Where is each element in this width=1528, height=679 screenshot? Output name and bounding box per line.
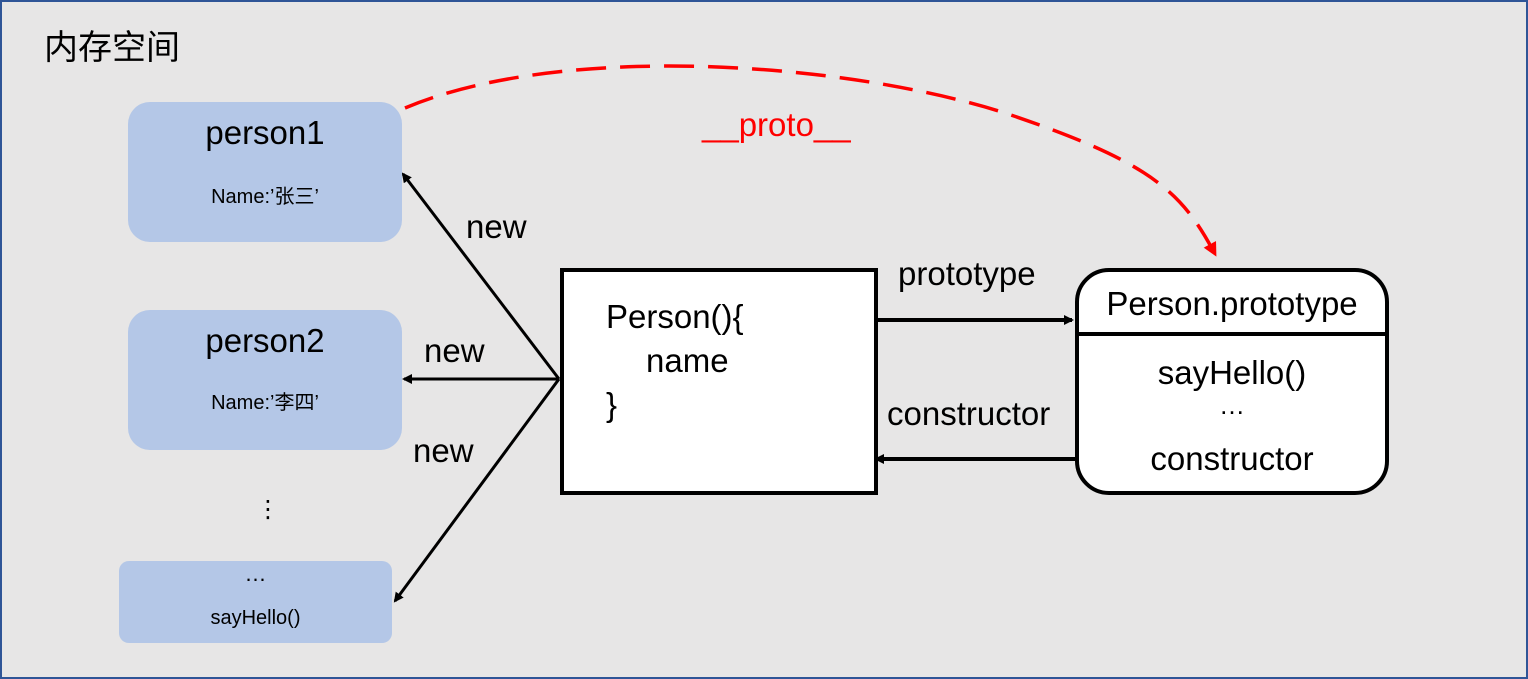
constructor-label: constructor bbox=[887, 395, 1051, 432]
instance-name: person1 bbox=[205, 114, 325, 151]
instance-box-person1: person1 Name:’张三’ bbox=[128, 102, 402, 242]
new-arrow-person3 bbox=[393, 378, 561, 603]
code-line-close: } bbox=[606, 386, 618, 423]
code-line-body: name bbox=[646, 342, 729, 379]
instance-name: person2 bbox=[205, 322, 325, 359]
constructor-function-box: Person(){ name } bbox=[560, 268, 878, 495]
new-arrow-person1 bbox=[401, 172, 561, 380]
more-instances-ellipsis: ⋮ bbox=[256, 496, 280, 523]
instance-box-person2: person2 Name:’李四’ bbox=[128, 310, 402, 450]
proto-label: __proto__ bbox=[702, 106, 851, 143]
prototype-member: sayHello() bbox=[1157, 354, 1307, 391]
prototype-member: constructor bbox=[1150, 440, 1314, 477]
prototype-member: … bbox=[1219, 390, 1245, 420]
prototype-header: Person.prototype bbox=[1079, 272, 1385, 336]
prototype-label: prototype bbox=[898, 255, 1036, 292]
new-label: new bbox=[466, 208, 527, 245]
new-label: new bbox=[413, 432, 474, 469]
instance-box-generic: … sayHello() bbox=[119, 561, 392, 643]
new-label: new bbox=[424, 332, 485, 369]
instance-ellipsis: … bbox=[244, 561, 267, 586]
instance-field: sayHello() bbox=[210, 607, 301, 629]
prototype-object-box: Person.prototype sayHello() … constructo… bbox=[1075, 268, 1389, 495]
proto-link-arrow bbox=[404, 64, 1217, 257]
instance-field: Name:’张三’ bbox=[211, 186, 319, 208]
instance-field: Name:’李四’ bbox=[211, 392, 319, 414]
code-line-signature: Person(){ bbox=[606, 298, 744, 335]
memory-space-title: 内存空间 bbox=[44, 29, 180, 67]
